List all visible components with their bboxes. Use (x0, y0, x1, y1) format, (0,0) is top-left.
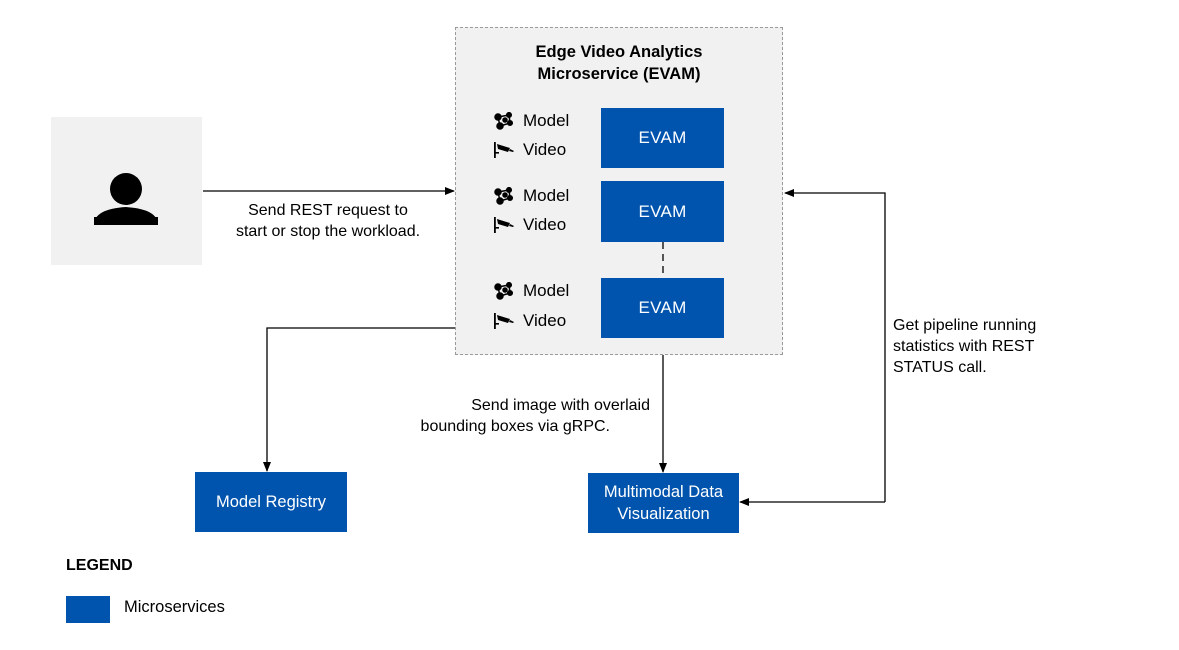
note-line: Send image with overlaid (471, 397, 650, 414)
video-camera-icon (494, 142, 514, 158)
evam-inputs-2: Model Video (493, 185, 569, 236)
video-label: Video (523, 140, 567, 159)
status-note: Get pipeline running statistics with RES… (893, 315, 1093, 378)
user-icon (94, 173, 158, 225)
model-label: Model (523, 281, 570, 300)
legend-label-microservices: Microservices (124, 598, 225, 616)
visualization-label-line1: Multimodal Data (603, 483, 724, 501)
evam-inputs-3: Model Video (493, 280, 569, 332)
note-line: Send REST request to (248, 202, 408, 219)
rest-request-note: Send REST request to start or stop the w… (208, 200, 448, 242)
model-registry-arrow (263, 327, 455, 472)
video-camera-icon (494, 217, 514, 233)
status-arrow-to-evam (784, 189, 886, 502)
user-actor-box (51, 117, 202, 265)
evam-inputs-1: Model Video (493, 110, 569, 161)
evam-label: EVAM (638, 128, 687, 147)
model-registry-box: Model Registry (195, 472, 347, 532)
video-input: Video (493, 214, 569, 236)
visualization-label-line2: Visualization (617, 505, 710, 523)
note-line: start or stop the workload. (235, 223, 421, 240)
model-input: Model (493, 280, 569, 302)
note-line: STATUS call. (893, 359, 987, 376)
multimodal-visualization-box: Multimodal Data Visualization (588, 473, 739, 533)
legend-title: LEGEND (66, 557, 133, 574)
video-label: Video (523, 215, 567, 234)
model-network-icon (494, 282, 514, 300)
legend-swatch-microservices (66, 596, 110, 623)
evam-instance-2: EVAM (601, 181, 724, 242)
group-title-line2: Microservice (EVAM) (537, 65, 701, 83)
model-registry-label: Model Registry (215, 493, 327, 511)
group-title-line1: Edge Video Analytics (535, 43, 703, 61)
video-camera-icon (494, 313, 514, 329)
video-input: Video (493, 310, 569, 332)
grpc-note: Send image with overlaid bounding boxes … (370, 395, 650, 437)
model-input: Model (493, 110, 569, 132)
evam-instance-3: EVAM (601, 278, 724, 338)
note-line: bounding boxes via gRPC. (420, 418, 610, 435)
evam-instance-1: EVAM (601, 108, 724, 168)
model-input: Model (493, 185, 569, 207)
video-input: Video (493, 139, 569, 161)
model-label: Model (523, 186, 570, 205)
evam-label: EVAM (638, 201, 687, 221)
model-network-icon (494, 112, 514, 130)
note-line: statistics with REST (893, 338, 1035, 355)
model-network-icon (494, 187, 514, 205)
note-line: Get pipeline running (893, 317, 1037, 334)
evam-group-title: Edge Video Analytics Microservice (EVAM) (455, 41, 783, 85)
evam-label: EVAM (638, 298, 687, 317)
video-label: Video (523, 311, 567, 330)
model-label: Model (523, 111, 570, 130)
